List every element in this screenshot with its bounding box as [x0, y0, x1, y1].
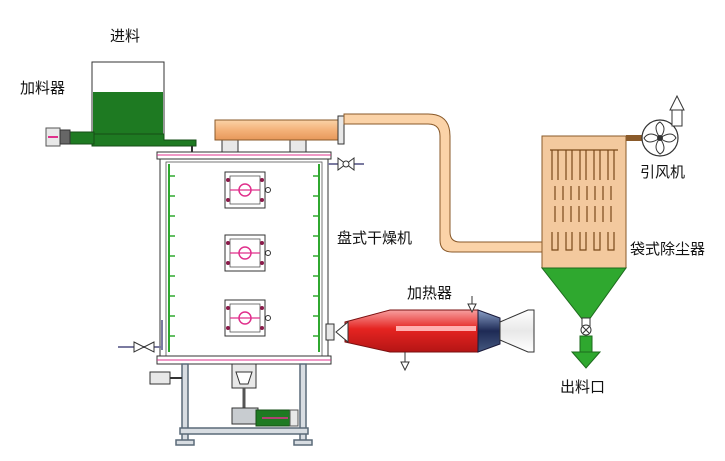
label-feeder: 加料器	[20, 79, 65, 97]
fan-icon	[643, 121, 677, 155]
label-discharge: 出料口	[560, 378, 605, 396]
dryer-drive	[231, 363, 259, 425]
feeder-material	[93, 92, 163, 134]
feeder-screw-housing	[69, 131, 95, 145]
sight-window-bottom	[224, 299, 271, 337]
bag-filter	[540, 135, 627, 369]
dryer-rack-ticks	[169, 175, 319, 337]
heater-intake-bell	[499, 309, 535, 353]
label-heater: 加热器	[407, 284, 452, 302]
heater	[325, 296, 535, 372]
dryer-top-port-left	[221, 139, 239, 153]
discharge-arrow	[570, 335, 602, 369]
dryer-left-piping	[118, 320, 182, 385]
label-tray-dryer: 盘式干燥机	[337, 229, 412, 247]
heater-outlet-arrow	[335, 320, 349, 344]
dryer-right-valve	[328, 157, 364, 171]
label-bag-filter: 袋式除尘器	[630, 240, 705, 258]
feeder-chute	[91, 133, 197, 147]
duct-header	[214, 119, 341, 141]
label-feed-in: 进料	[110, 27, 140, 45]
induced-draft-fan	[626, 94, 685, 157]
label-fan: 引风机	[640, 163, 685, 181]
filter-bags	[550, 149, 618, 251]
sight-window-middle	[224, 234, 271, 272]
exhaust-duct	[214, 113, 546, 253]
fan-exhaust-arrow	[669, 94, 685, 111]
dryer-support-frame	[175, 363, 313, 446]
bag-filter-body	[541, 135, 627, 269]
bottom-motor	[255, 409, 299, 427]
sight-window-top	[224, 171, 271, 209]
feeder-gearbox	[59, 129, 71, 145]
bag-filter-hopper	[540, 267, 627, 325]
dryer-top-port-right	[289, 139, 307, 153]
tray-dryer	[118, 139, 364, 446]
heater-nozzle	[477, 309, 501, 353]
feeder	[45, 61, 197, 156]
